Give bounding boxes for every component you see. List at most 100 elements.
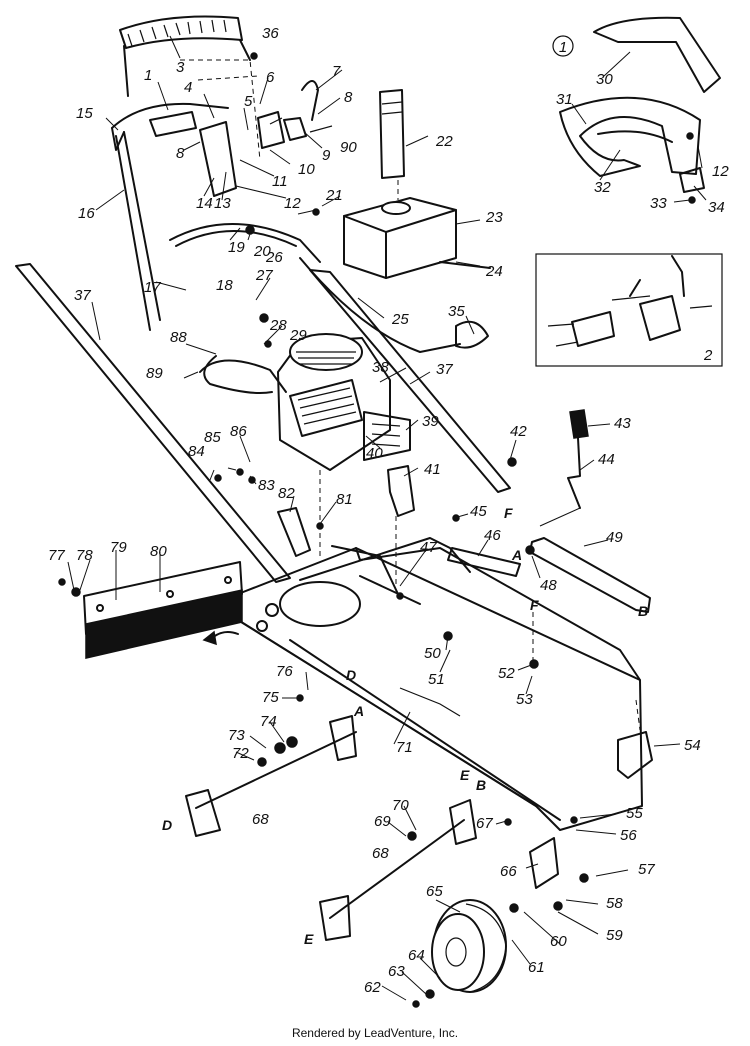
callout-37a: 37 [74, 287, 91, 304]
callout-14: 14 [196, 195, 213, 212]
callout-16: 16 [78, 205, 95, 222]
letter-b-2: B [476, 777, 486, 793]
callout-56: 56 [620, 827, 637, 844]
callout-13: 13 [214, 195, 231, 212]
callout-19: 19 [228, 239, 245, 256]
rear-deflector [83, 561, 243, 659]
callout-53: 53 [516, 691, 533, 708]
callout-88: 88 [170, 329, 187, 346]
callout-20: 20 [253, 243, 271, 260]
callout-63: 63 [388, 963, 405, 980]
callout-31: 31 [556, 91, 573, 108]
callout-74: 74 [260, 713, 277, 730]
callout-36: 36 [262, 25, 279, 42]
callout-46: 46 [484, 527, 501, 544]
callout-86: 86 [230, 423, 247, 440]
callout-54: 54 [684, 737, 701, 754]
reference-letters: A A B B D D E E F F [162, 505, 648, 947]
callout-9: 9 [322, 147, 331, 164]
letter-e-2: E [304, 931, 314, 947]
letter-a-1: A [511, 547, 522, 563]
callout-35: 35 [448, 303, 465, 320]
letter-d-1: D [346, 667, 356, 683]
axle-bar [529, 537, 651, 613]
callout-60: 60 [550, 933, 567, 950]
callout-23: 23 [485, 209, 503, 226]
callout-8a: 8 [344, 89, 353, 106]
callout-26: 26 [265, 249, 283, 266]
callout-15: 15 [76, 105, 93, 122]
callout-55: 55 [626, 805, 643, 822]
callout-34: 34 [708, 199, 725, 216]
callout-27: 27 [255, 267, 273, 284]
lower-handle [111, 102, 321, 331]
callout-2: 2 [703, 347, 713, 364]
callout-69: 69 [374, 813, 391, 830]
callout-90: 90 [340, 139, 357, 156]
inset-1-handle: 1 [552, 16, 721, 193]
callout-75: 75 [262, 689, 279, 706]
callout-42: 42 [510, 423, 527, 440]
callout-48: 48 [540, 577, 557, 594]
callout-72: 72 [232, 745, 249, 762]
inset-2-box [535, 253, 723, 367]
callout-5: 5 [244, 93, 253, 110]
callout-47: 47 [420, 539, 437, 556]
callout-52: 52 [498, 665, 515, 682]
throttle-cable [203, 355, 273, 394]
callout-3: 3 [176, 59, 185, 76]
callout-50: 50 [424, 645, 441, 662]
callout-11: 11 [272, 173, 288, 190]
letter-b-1: B [638, 603, 648, 619]
callout-84: 84 [188, 443, 205, 460]
callout-51: 51 [428, 671, 445, 688]
bracket-46 [447, 547, 521, 577]
callout-4: 4 [184, 79, 192, 96]
bracket-54 [617, 731, 653, 779]
callout-30: 30 [596, 71, 613, 88]
callout-12a: 12 [284, 195, 301, 212]
callout-78: 78 [76, 547, 93, 564]
callout-71: 71 [396, 739, 413, 756]
callout-89: 89 [146, 365, 163, 382]
letter-f-1: F [504, 505, 513, 521]
callout-7: 7 [332, 63, 341, 80]
leader-lines [67, 35, 707, 1001]
callout-43: 43 [614, 415, 631, 432]
footer-credit: Rendered by LeadVenture, Inc. [291, 1026, 459, 1040]
callout-44: 44 [598, 451, 615, 468]
upper-handle-grip [119, 15, 251, 97]
callout-49: 49 [606, 529, 623, 546]
control-lever-set [199, 80, 333, 197]
callout-39: 39 [422, 413, 439, 430]
callout-64: 64 [408, 947, 425, 964]
letter-d-2: D [162, 817, 172, 833]
callout-83: 83 [258, 477, 275, 494]
fuel-tank [343, 89, 491, 279]
wheel [431, 899, 507, 993]
callout-33: 33 [650, 195, 667, 212]
hardware-marks [58, 52, 696, 1008]
callout-85: 85 [204, 429, 221, 446]
mower-deck [202, 537, 643, 831]
callout-58: 58 [606, 895, 623, 912]
callout-18: 18 [216, 277, 233, 294]
letter-e-1: E [460, 767, 470, 783]
callout-38: 38 [372, 359, 389, 376]
callout-29: 29 [289, 327, 307, 344]
callout-57: 57 [638, 861, 655, 878]
letter-f-2: F [530, 597, 539, 613]
callout-65: 65 [426, 883, 443, 900]
callout-70: 70 [392, 797, 409, 814]
side-rail [15, 263, 511, 583]
callout-82: 82 [278, 485, 295, 502]
callout-59: 59 [606, 927, 623, 944]
callout-28: 28 [269, 317, 287, 334]
callout-41: 41 [424, 461, 441, 478]
handle-bracket [149, 111, 197, 137]
axle-rods [185, 715, 477, 941]
bracket-66 [529, 837, 559, 889]
callout-40: 40 [366, 445, 383, 462]
cable-25 [299, 257, 461, 353]
